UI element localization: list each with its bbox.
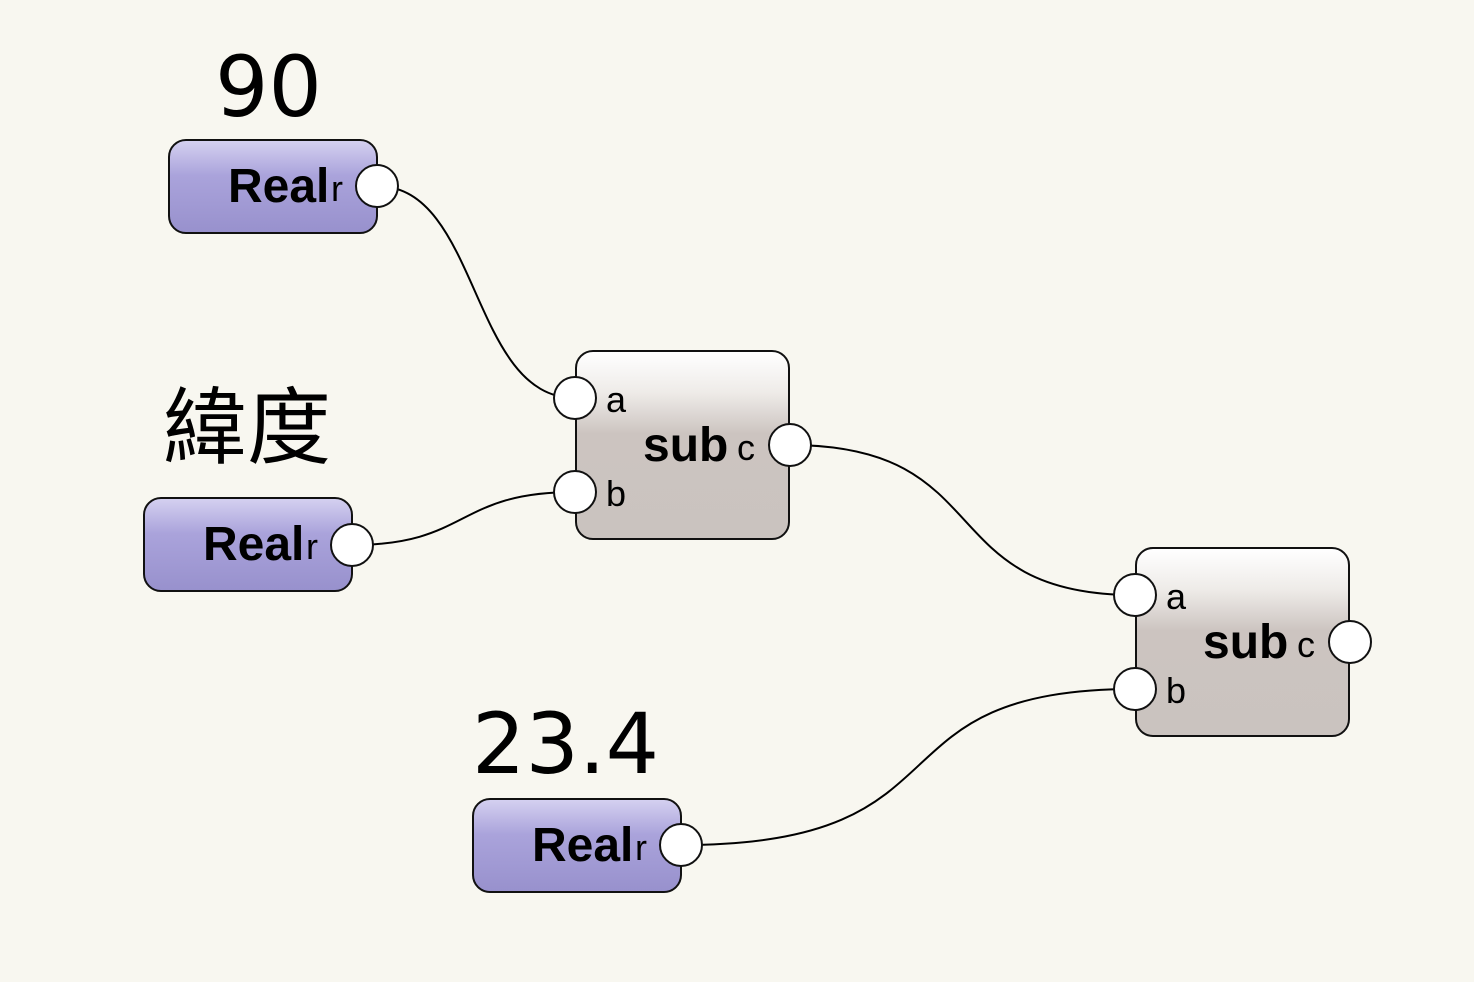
value-label-23-4: 23.4 (472, 695, 660, 793)
input-port-label-b: b (1166, 670, 1187, 711)
sub-node-title: sub (1203, 616, 1289, 669)
sub-node-2-input-b-port[interactable] (1113, 667, 1157, 711)
output-port-label-r: r (331, 168, 343, 209)
input-port-label-a: a (1166, 576, 1187, 617)
sub-node-1-output-c-port[interactable] (768, 423, 812, 467)
real-node-3[interactable]: Real r (472, 798, 682, 893)
sub-node-2[interactable]: a sub c b (1135, 547, 1350, 737)
input-port-label-a: a (606, 379, 627, 420)
wire-real3-to-sub2-b[interactable] (680, 688, 1136, 846)
output-port-label-c: c (1297, 624, 1315, 665)
sub-node-title: sub (643, 419, 729, 472)
input-port-label-b: b (606, 473, 627, 514)
output-port-label-r: r (306, 526, 318, 567)
sub-node-2-input-a-port[interactable] (1113, 573, 1157, 617)
output-port-label-c: c (737, 427, 755, 468)
wire-sub1-c-to-sub2-a[interactable] (789, 444, 1136, 596)
sub-node-1-input-b-port[interactable] (553, 470, 597, 514)
real-node-3-output-port[interactable] (659, 823, 703, 867)
value-label-latitude: 緯度 (163, 379, 332, 477)
wire-real2-to-sub1-b[interactable] (351, 491, 576, 546)
real-node-2-output-port[interactable] (330, 523, 374, 567)
real-node-title: Real (203, 518, 305, 571)
wire-real1-to-sub1-a[interactable] (376, 185, 576, 399)
output-port-label-r: r (635, 827, 647, 868)
sub-node-2-output-c-port[interactable] (1328, 620, 1372, 664)
value-label-90: 90 (215, 38, 322, 136)
real-node-title: Real (532, 819, 634, 872)
real-node-2[interactable]: Real r (143, 497, 353, 592)
sub-node-1-input-a-port[interactable] (553, 376, 597, 420)
sub-node-1[interactable]: a sub c b (575, 350, 790, 540)
real-node-1[interactable]: Real r (168, 139, 378, 234)
real-node-1-output-port[interactable] (355, 164, 399, 208)
real-node-title: Real (228, 160, 330, 213)
